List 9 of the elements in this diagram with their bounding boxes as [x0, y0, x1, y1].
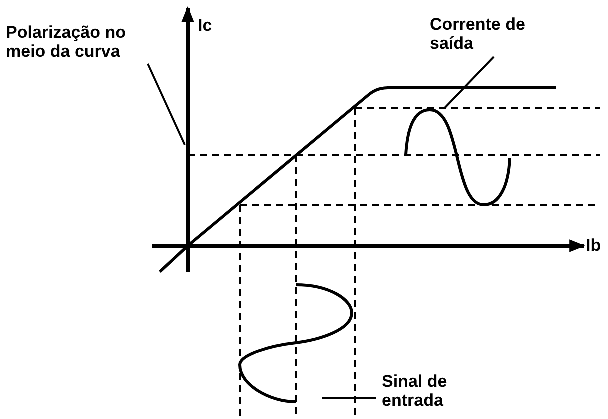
leader-line: [444, 56, 495, 109]
leader-line: [322, 397, 376, 399]
leader-line: [147, 64, 186, 146]
annotation-text: Polarização no meio da curva: [6, 23, 156, 61]
axis-label: Ib: [586, 236, 602, 255]
annotation-text: Sinal de entrada: [382, 372, 472, 410]
annotation-text: Corrente de saída: [430, 15, 555, 53]
output-sine-wave: [404, 108, 512, 206]
axis-label: Ic: [198, 16, 212, 35]
